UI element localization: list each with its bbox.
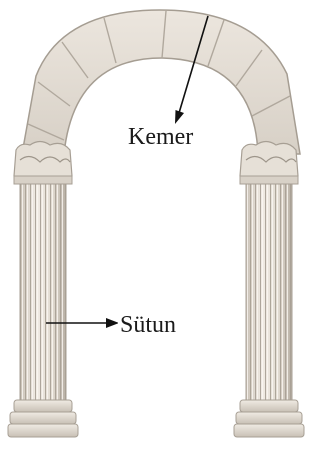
right-column	[234, 142, 304, 438]
arch-label: Kemer	[126, 124, 195, 150]
column-label: Sütun	[118, 312, 178, 338]
left-column	[8, 142, 78, 438]
